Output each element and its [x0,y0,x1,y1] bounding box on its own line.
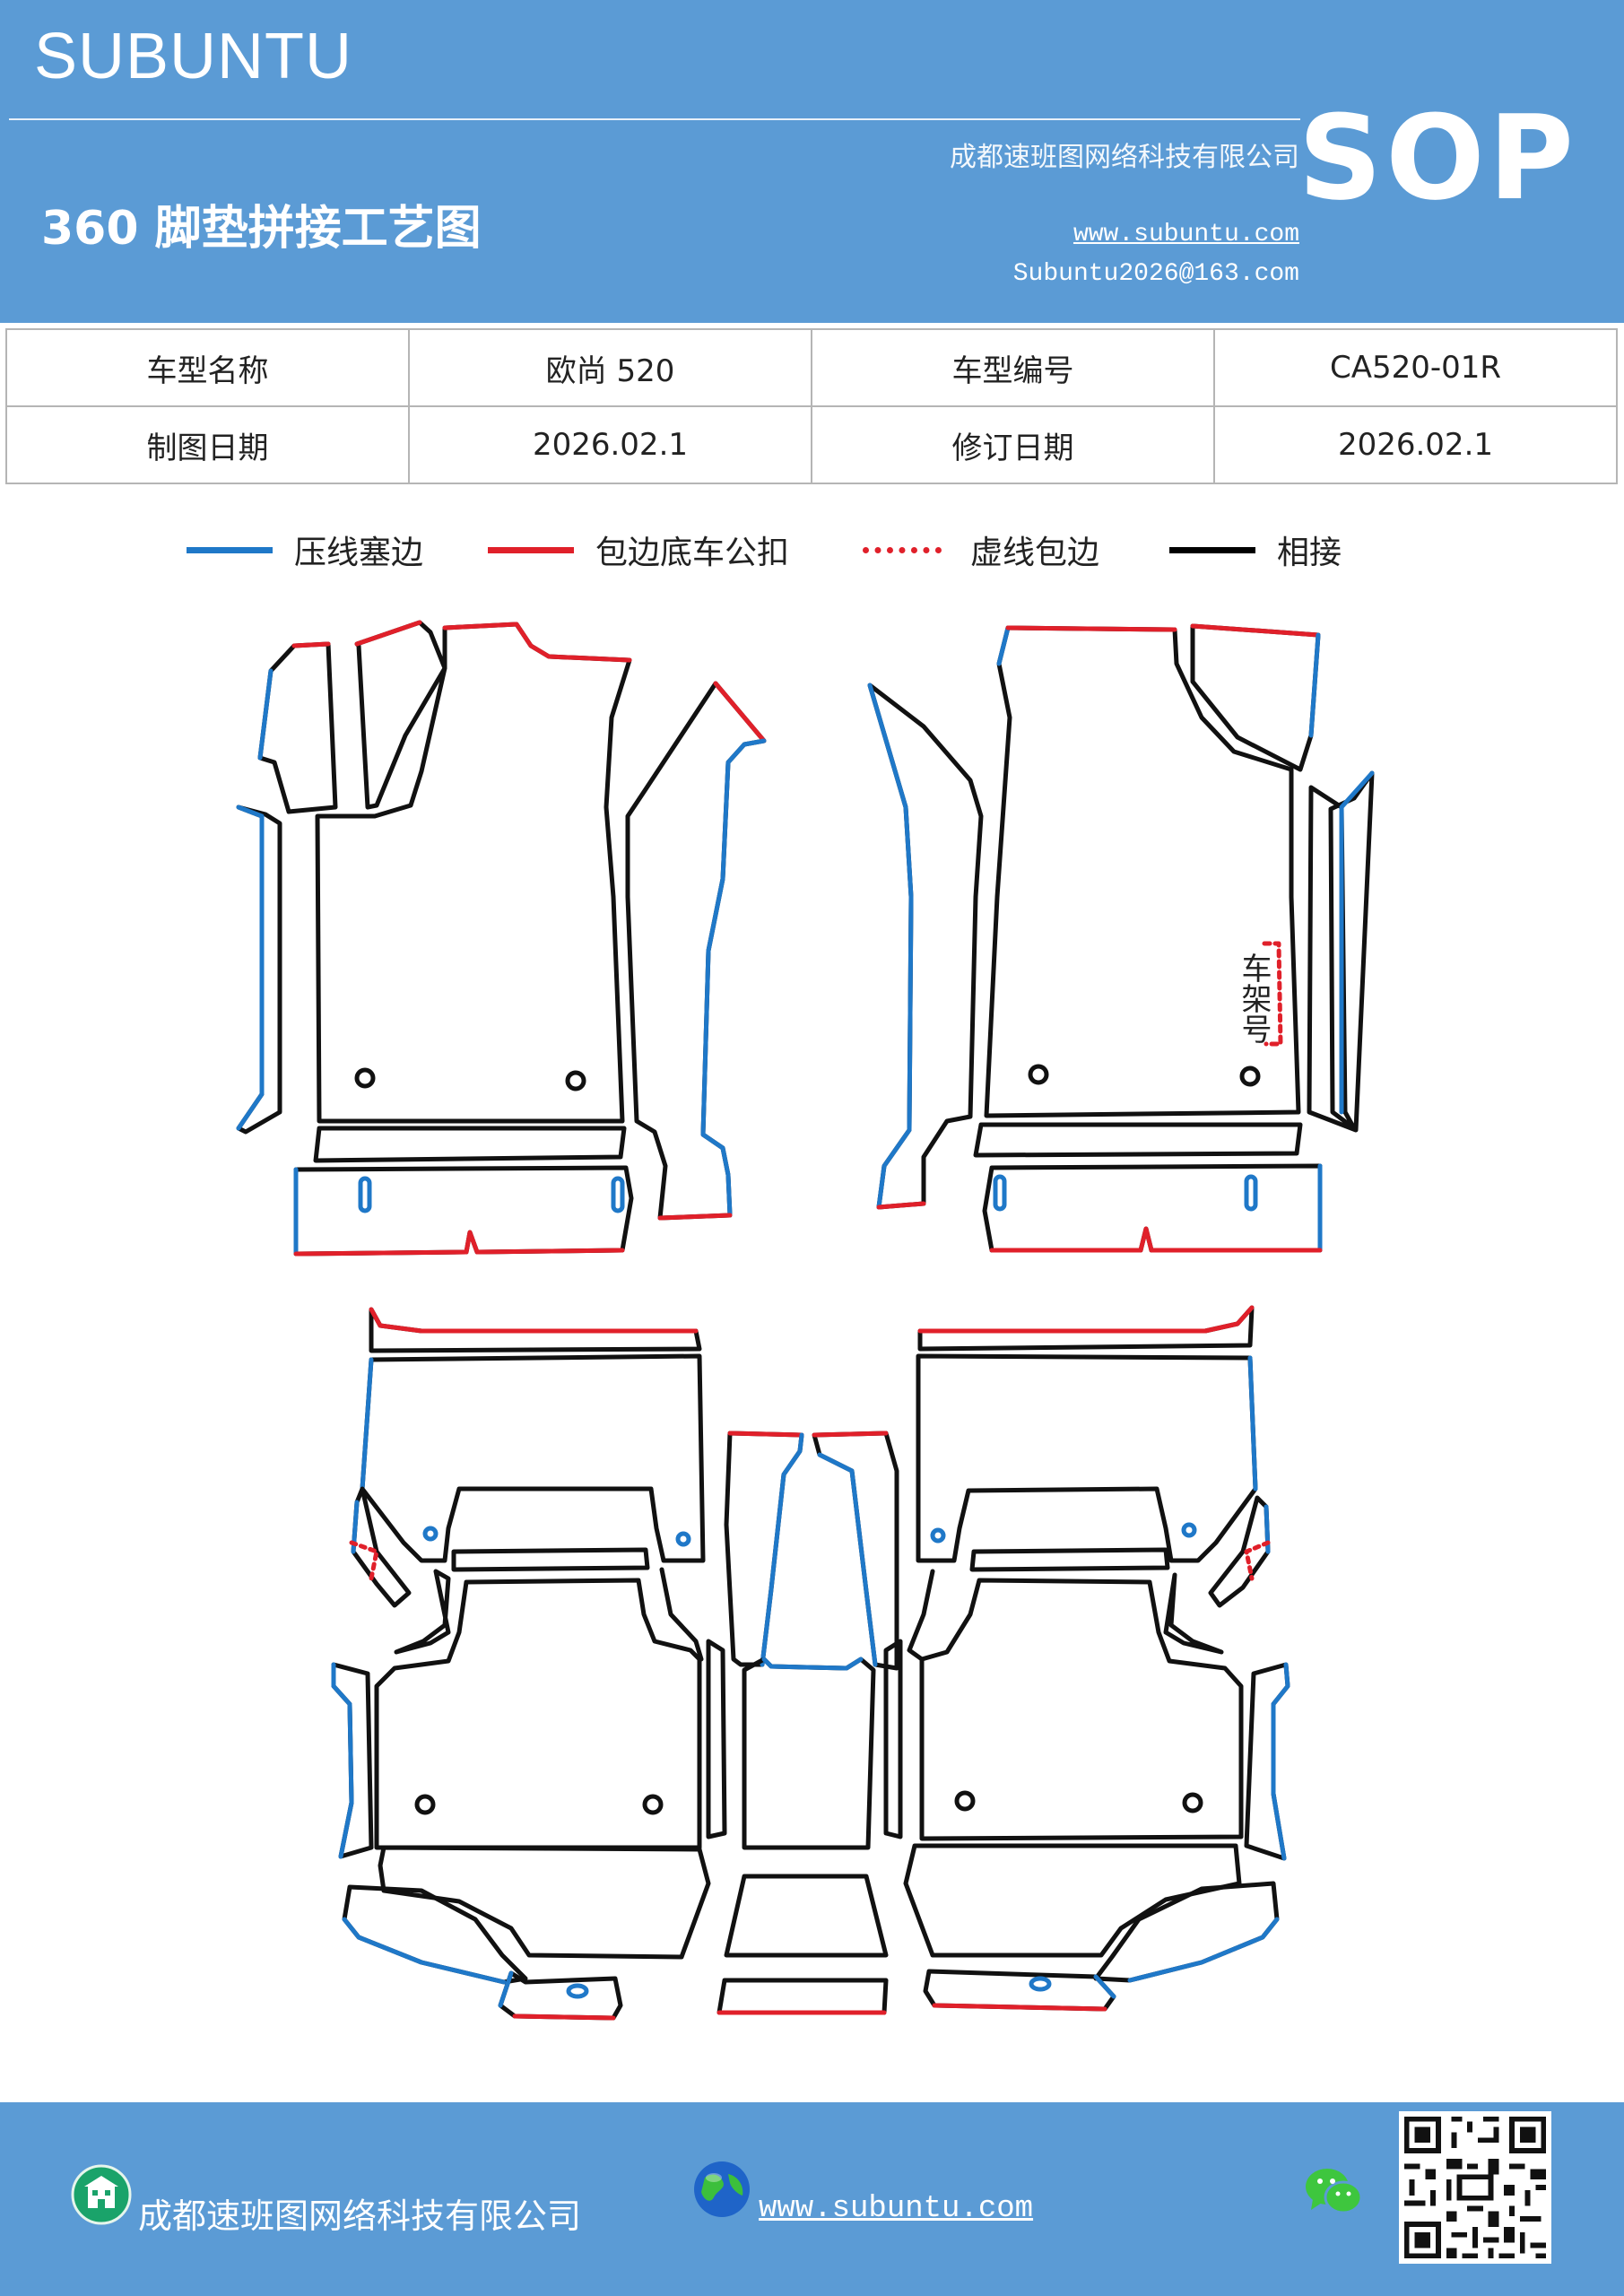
brand-logo-text: SUBUNTU [34,21,353,92]
table-cell: 修订日期 [811,405,1215,484]
header-company: 成都速班图网络科技有限公司 [950,142,1299,173]
table-cell: 2026.02.1 [1213,405,1618,484]
legend: 压线塞边 包边底车公扣 虚线包边 相接 [0,527,1624,572]
header-website-link[interactable]: www.subuntu.com [1073,221,1299,248]
rear-left-mat [331,1307,711,2021]
table-cell: 制图日期 [5,405,410,484]
legend-item-blue: 压线塞边 [187,527,423,572]
legend-swatch [863,546,942,553]
globe-icon [694,2161,750,2217]
center-tunnel-mat [706,1431,903,2015]
footer: 成都速班图网络科技有限公司 www.subuntu.com [0,2102,1624,2296]
legend-label: 虚线包边 [970,535,1100,571]
legend-label: 包边底车公扣 [595,535,790,571]
building-icon [71,2164,132,2225]
table-cell: 车型编号 [811,328,1215,407]
table-row: 车型名称 欧尚 520 车型编号 CA520-01R [5,328,1618,407]
front-left-mat [236,620,767,1257]
legend-item-black: 相接 [1169,527,1342,572]
sop-badge: SOP [1298,90,1577,226]
legend-swatch [1169,546,1255,553]
page-title: 360 脚垫拼接工艺图 [41,202,482,256]
table-cell: 欧尚 520 [408,328,812,407]
table-cell: 2026.02.1 [408,405,812,484]
legend-swatch [488,546,574,553]
header: SUBUNTU 成都速班图网络科技有限公司 360 脚垫拼接工艺图 www.su… [0,0,1624,323]
footer-company: 成都速班图网络科技有限公司 [138,2196,582,2236]
qr-code[interactable] [1399,2111,1551,2264]
table-row: 制图日期 2026.02.1 修订日期 2026.02.1 [5,405,1618,484]
info-table: 车型名称 欧尚 520 车型编号 CA520-01R 制图日期 2026.02.… [5,328,1618,484]
header-email: Subuntu2026@163.com [1012,260,1299,288]
table-cell: CA520-01R [1213,328,1618,407]
header-divider [9,118,1300,120]
legend-item-dotted: 虚线包边 [863,527,1099,572]
legend-item-red: 包边底车公扣 [488,527,789,572]
wechat-icon [1306,2169,1363,2214]
legend-label: 相接 [1277,535,1342,571]
floor-mat-drawing: 车架号 [236,620,1375,2021]
front-right-mat [867,623,1375,1253]
table-cell: 车型名称 [5,328,410,407]
footer-website-link[interactable]: www.subuntu.com [759,2192,1034,2226]
rear-right-mat [903,1305,1290,2012]
legend-swatch [187,546,273,553]
frame-number-label: 车架号 [1236,952,1272,1044]
legend-label: 压线塞边 [294,535,424,571]
